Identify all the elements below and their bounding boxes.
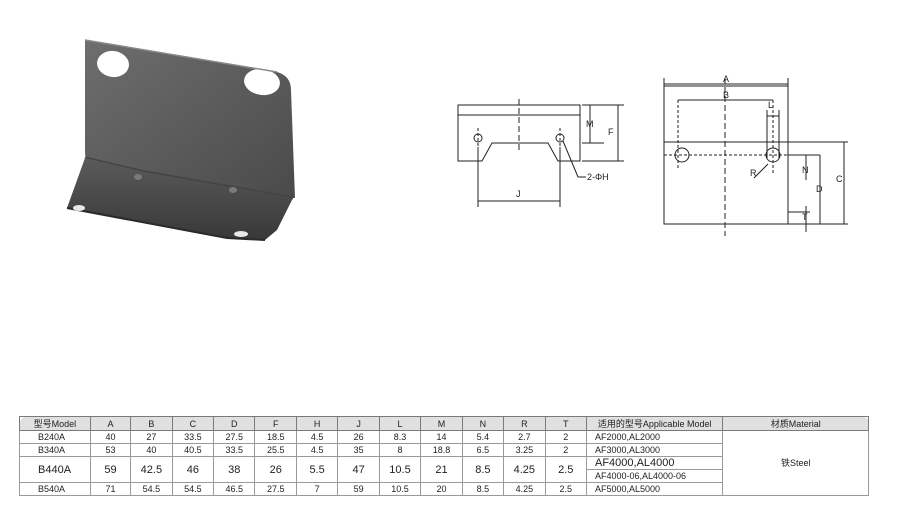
cell-B: 27: [130, 430, 173, 444]
table-row: B540A 71 54.5 54.5 46.5 27.5 7 59 10.5 2…: [19, 482, 869, 496]
cell-L: 10.5: [379, 482, 422, 496]
label-B: B: [723, 90, 729, 100]
cell-T: 2.5: [545, 482, 587, 496]
table-row: B240A 40 27 33.5 27.5 18.5 4.5 26 8.3 14…: [19, 430, 869, 496]
header-R: R: [503, 416, 546, 431]
cell-model: B340A: [19, 443, 91, 457]
header-B: B: [130, 416, 173, 431]
spec-table: 型号Model A B C D F H J L M N R T 适用的型号App…: [19, 416, 869, 496]
header-T: T: [545, 416, 587, 431]
label-C: C: [836, 174, 843, 184]
cell-applicable-model: AF4000,AL4000: [586, 456, 724, 470]
cell-B: 42.5: [130, 456, 173, 483]
cell-R: 3.25: [503, 443, 546, 457]
table-header-row: 型号Model A B C D F H J L M N R T 适用的型号App…: [19, 416, 869, 431]
header-L: L: [379, 416, 422, 431]
header-D: D: [213, 416, 256, 431]
header-applicable-model: 适用的型号Applicable Model: [586, 416, 724, 431]
cell-applicable-model: AF4000-06,AL4000-06: [585, 469, 724, 483]
front-view-drawing: M F J 2-ΦH: [457, 99, 624, 207]
label-M: M: [586, 119, 594, 129]
cell-N: 6.5: [462, 443, 505, 457]
cell-D: 33.5: [213, 443, 256, 457]
cell-F: 27.5: [254, 482, 297, 496]
cell-model: B540A: [19, 482, 91, 496]
cell-A: 59: [90, 456, 132, 483]
table-row: B340A 53 40 40.5 33.5 25.5 4.5 35 8 18.8…: [19, 443, 869, 457]
cell-N: 8.5: [462, 482, 505, 496]
label-J: J: [516, 189, 521, 199]
cell-T: 2.5: [545, 456, 587, 483]
cell-D: 46.5: [213, 482, 256, 496]
cell-F: 18.5: [254, 430, 297, 444]
cell-applicable-model: AF2000,AL2000: [586, 430, 724, 444]
header-A: A: [90, 416, 132, 431]
header-model: 型号Model: [19, 416, 91, 431]
header-C: C: [172, 416, 215, 431]
header-N: N: [462, 416, 505, 431]
cell-A: 40: [90, 430, 132, 444]
cell-C: 54.5: [172, 482, 215, 496]
side-view-drawing: A B L R N D C T: [663, 74, 848, 236]
cell-M: 18.8: [420, 443, 463, 457]
cell-C: 40.5: [172, 443, 215, 457]
cell-M: 14: [420, 430, 463, 444]
cell-B: 54.5: [130, 482, 173, 496]
header-F: F: [254, 416, 297, 431]
header-material: 材质Material: [722, 416, 869, 431]
label-hole: 2-ΦH: [587, 172, 609, 182]
cell-R: 4.25: [503, 456, 546, 483]
label-N: N: [802, 165, 809, 175]
cell-J: 59: [337, 482, 380, 496]
cell-J: 47: [337, 456, 380, 483]
cell-model: B240A: [19, 430, 91, 444]
cell-L: 8.3: [379, 430, 422, 444]
cell-M: 20: [420, 482, 463, 496]
cell-R: 2.7: [503, 430, 546, 444]
label-D: D: [816, 184, 823, 194]
cell-J: 35: [337, 443, 380, 457]
cell-H: 5.5: [296, 456, 339, 483]
label-R: R: [750, 168, 757, 178]
label-L: L: [768, 100, 773, 110]
cell-model: B440A: [19, 456, 91, 483]
label-A: A: [723, 74, 729, 84]
cell-F: 25.5: [254, 443, 297, 457]
cell-T: 2: [545, 430, 587, 444]
header-J: J: [337, 416, 380, 431]
cell-N: 8.5: [462, 456, 505, 483]
header-H: H: [296, 416, 339, 431]
cell-B: 40: [130, 443, 173, 457]
cell-A: 53: [90, 443, 132, 457]
table-row: AF4000-06,AL4000-06: [20, 469, 869, 483]
label-F: F: [608, 127, 614, 137]
cell-C: 33.5: [172, 430, 215, 444]
label-T: T: [802, 212, 808, 222]
cell-A: 71: [90, 482, 132, 496]
cell-T: 2: [545, 443, 587, 457]
cell-material: 铁Steel: [722, 430, 869, 496]
cell-D: 27.5: [213, 430, 256, 444]
cell-H: 7: [296, 482, 339, 496]
cell-J: 26: [337, 430, 380, 444]
table-row: B440A 59 42.5 46 38 26 5.5 47 10.5 21 8.…: [19, 456, 869, 483]
cell-L: 8: [379, 443, 422, 457]
cell-N: 5.4: [462, 430, 505, 444]
cell-F: 26: [254, 456, 297, 483]
cell-applicable-model: AF3000,AL3000: [586, 443, 724, 457]
cell-C: 46: [172, 456, 215, 483]
cell-R: 4.25: [503, 482, 546, 496]
header-M: M: [420, 416, 463, 431]
cell-applicable-model: AF5000,AL5000: [586, 482, 724, 496]
bracket-photo: [66, 39, 295, 241]
cell-L: 10.5: [379, 456, 422, 483]
cell-H: 4.5: [296, 430, 339, 444]
cell-H: 4.5: [296, 443, 339, 457]
cell-D: 38: [213, 456, 256, 483]
cell-M: 21: [420, 456, 463, 483]
